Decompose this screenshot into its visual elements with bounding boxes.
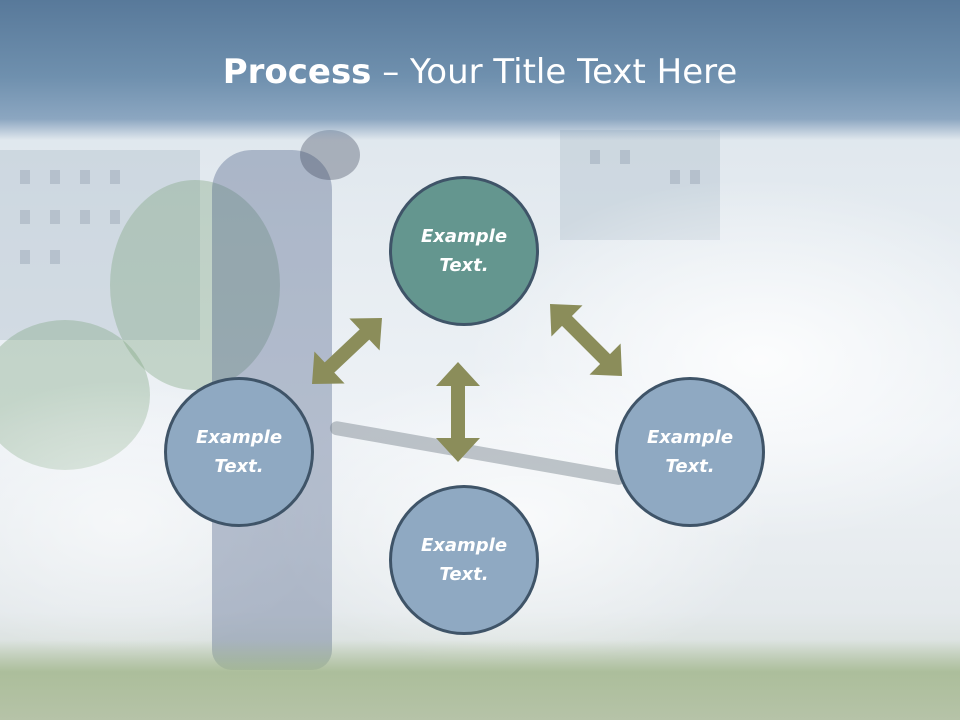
node-right-label: Example Text. [646,427,734,477]
double-arrow-vertical [436,362,480,462]
node-right: Example Text. [615,377,765,527]
arrow-shape [312,318,382,384]
node-top-label: Example Text. [420,226,508,276]
title-bold-part: Process [222,52,372,92]
node-bottom-label: Example Text. [420,535,508,585]
slide-title: Process – Your Title Text Here [0,52,960,92]
title-band [0,0,960,140]
double-arrow-right [550,304,622,376]
arrow-shape [436,362,480,462]
node-left: Example Text. [164,377,314,527]
double-arrow-left [312,318,382,384]
node-left-label: Example Text. [195,427,283,477]
node-bottom: Example Text. [389,485,539,635]
grass-ground [0,640,960,720]
title-rest-part: – Your Title Text Here [371,52,738,92]
arrow-shape [550,304,622,376]
node-top: Example Text. [389,176,539,326]
